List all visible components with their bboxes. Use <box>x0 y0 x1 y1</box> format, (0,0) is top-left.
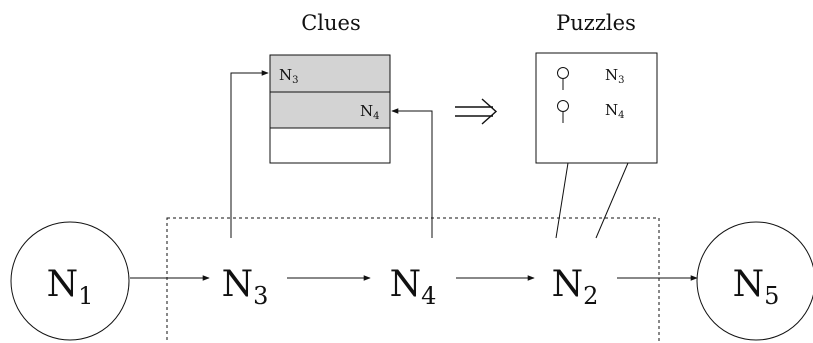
dotted-region <box>166 217 660 343</box>
key-icon <box>557 100 569 123</box>
clues-heading: Clues <box>301 11 361 35</box>
node-n1: N1 <box>10 221 130 341</box>
node-n4-label: N4 <box>390 264 437 310</box>
puzzles-box: N3 N4 <box>535 52 658 164</box>
clue-row-2-label: N4 <box>360 102 380 122</box>
puzzle-link-line-1 <box>555 162 569 239</box>
node-n5: N5 <box>696 221 813 341</box>
clue-row-1-label: N3 <box>279 66 299 86</box>
clue-row-1 <box>269 54 391 93</box>
clue-row-2 <box>269 91 391 129</box>
puzzle-link-line-2 <box>595 162 629 239</box>
node-n5-label: N5 <box>733 264 780 310</box>
n4-to-clue-arrow <box>391 108 433 238</box>
n3-to-clue-arrow <box>230 70 269 238</box>
puzzle-entry-1-label: N3 <box>605 66 625 86</box>
puzzle-entry-2-label: N4 <box>605 101 625 121</box>
clues-table: N3 N4 <box>269 54 391 164</box>
implies-arrow <box>455 98 498 125</box>
node-n3-label: N3 <box>222 264 269 310</box>
key-icon <box>557 67 569 90</box>
puzzles-heading: Puzzles <box>556 11 636 35</box>
node-n1-label: N1 <box>47 264 94 310</box>
node-n2-label: N2 <box>552 264 599 310</box>
clue-row-empty <box>269 127 391 164</box>
